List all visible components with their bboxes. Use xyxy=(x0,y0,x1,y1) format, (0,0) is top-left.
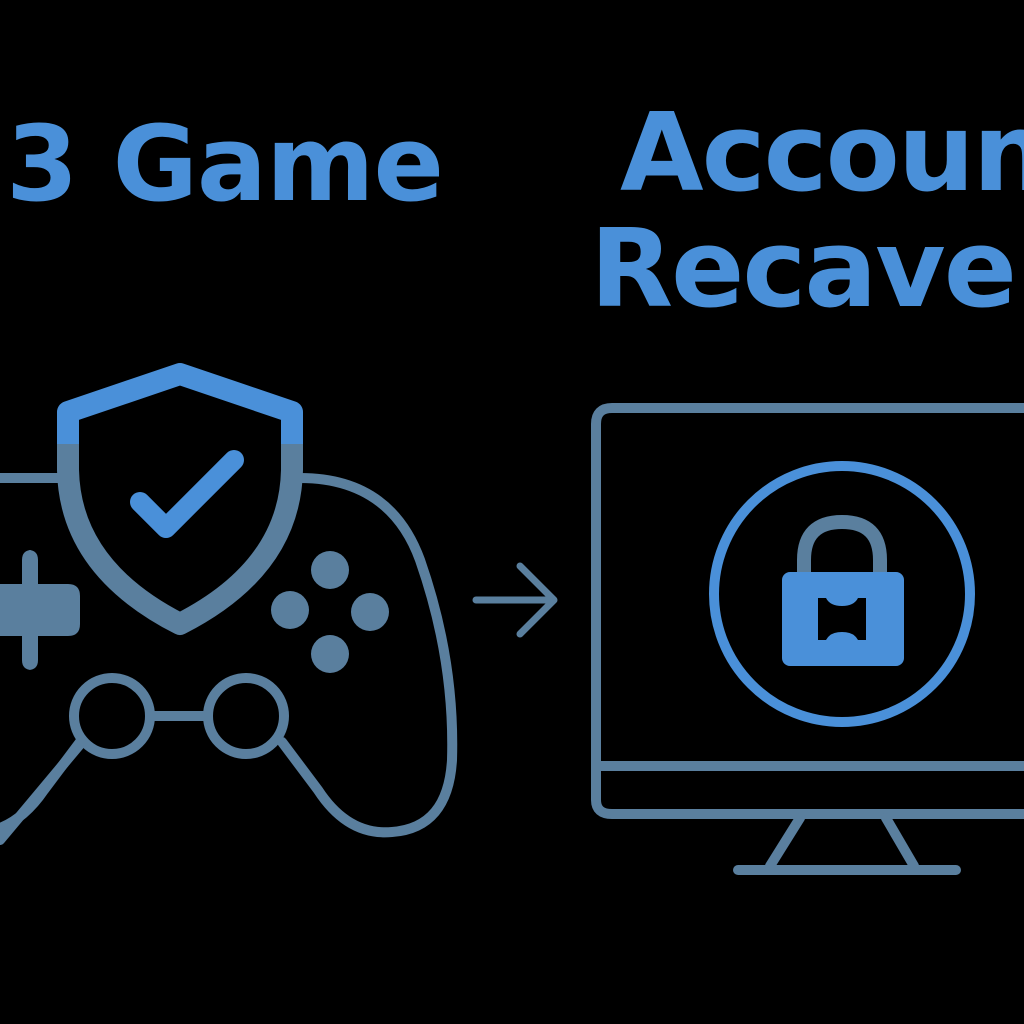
lock-keyhole xyxy=(818,598,866,640)
monitor-icon xyxy=(591,403,1024,875)
lock-ring xyxy=(709,461,975,727)
shield-check-icon xyxy=(57,363,303,635)
title-game: 3 Game xyxy=(6,103,444,225)
monitor-frame xyxy=(591,403,1024,819)
shield-outline xyxy=(57,363,303,635)
face-button-left xyxy=(271,591,309,629)
face-button-right xyxy=(351,593,389,631)
lock-shackle xyxy=(797,514,887,583)
title-recovery: Recaven xyxy=(590,207,1024,332)
face-button-bottom xyxy=(311,635,349,673)
checkmark-icon xyxy=(130,450,244,538)
joystick-right xyxy=(203,673,289,759)
arrow-right-icon xyxy=(472,562,558,638)
face-button-top xyxy=(311,551,349,589)
padlock-icon xyxy=(709,461,975,727)
grip-line-left xyxy=(0,737,87,845)
monitor-stand xyxy=(765,813,919,871)
dpad-icon xyxy=(0,550,80,670)
gamepad-icon xyxy=(0,473,458,845)
title-account: Accoun xyxy=(620,91,1024,216)
